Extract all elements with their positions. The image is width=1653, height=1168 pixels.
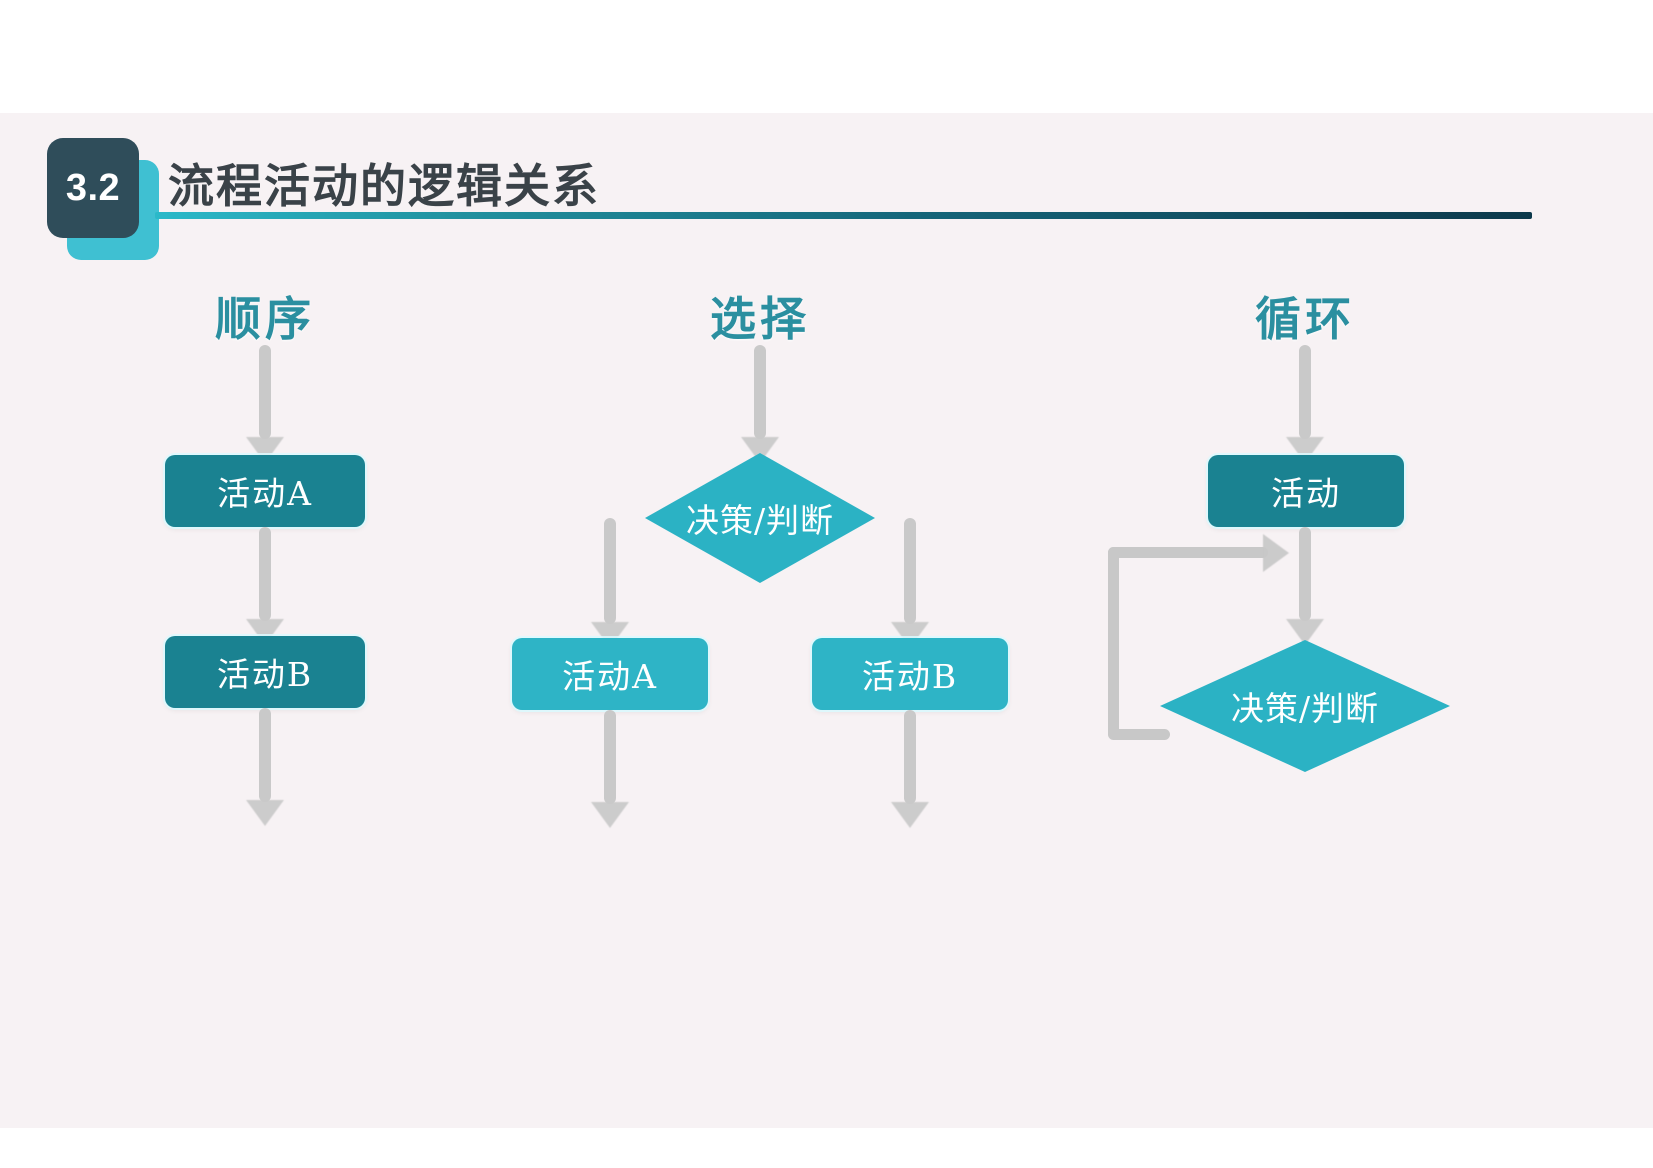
badge-number: 3.2 <box>65 166 121 209</box>
arrow-into-activity-loop <box>1275 345 1335 463</box>
arrow-decision-to-activity-a-sel <box>580 518 640 648</box>
diagram-canvas: 顺序 活动A 活动B 选择 决策/判断 <box>0 273 1653 1128</box>
decision-label-loop: 决策/判断 <box>1230 689 1380 728</box>
arrow-into-decision-sel <box>730 345 790 463</box>
column-heading-selection: 选择 <box>710 292 810 346</box>
arrow-a-to-b-seq <box>235 527 295 645</box>
feedback-loop-path-loop <box>1108 534 1308 743</box>
column-heading-loop: 循环 <box>1255 292 1355 346</box>
node-activity-loop[interactable]: 活动 <box>1208 455 1404 527</box>
slide-header: 3.2 流程活动的逻辑关系 <box>0 113 1653 273</box>
section-badge: 3.2 <box>47 138 159 260</box>
page-title: 流程活动的逻辑关系 <box>168 159 600 213</box>
title-underline-rule <box>155 212 1532 219</box>
badge-front-square: 3.2 <box>47 138 139 238</box>
node-decision-selection[interactable]: 决策/判断 <box>645 453 875 583</box>
decision-label-selection: 决策/判断 <box>685 501 835 540</box>
slide-bottom-band <box>0 1128 1653 1168</box>
arrow-decision-to-activity-b-sel <box>880 518 940 648</box>
slide-canvas: 3.2 流程活动的逻辑关系 顺序 活动A 活动B 选择 <box>0 113 1653 1128</box>
node-activity-b-sequence[interactable]: 活动B <box>165 636 365 708</box>
node-activity-a-sequence[interactable]: 活动A <box>165 455 365 527</box>
arrow-out-of-b-seq <box>235 708 295 826</box>
arrow-out-of-activity-b-sel <box>880 710 940 828</box>
node-activity-a-selection[interactable]: 活动A <box>512 638 708 710</box>
node-activity-b-selection[interactable]: 活动B <box>812 638 1008 710</box>
column-heading-sequence: 顺序 <box>215 292 315 346</box>
arrow-into-activity-a-seq <box>235 345 295 463</box>
arrow-activity-to-decision-loop <box>1275 527 1335 645</box>
node-decision-loop[interactable]: 决策/判断 <box>1160 640 1450 772</box>
arrow-out-of-activity-a-sel <box>580 710 640 828</box>
